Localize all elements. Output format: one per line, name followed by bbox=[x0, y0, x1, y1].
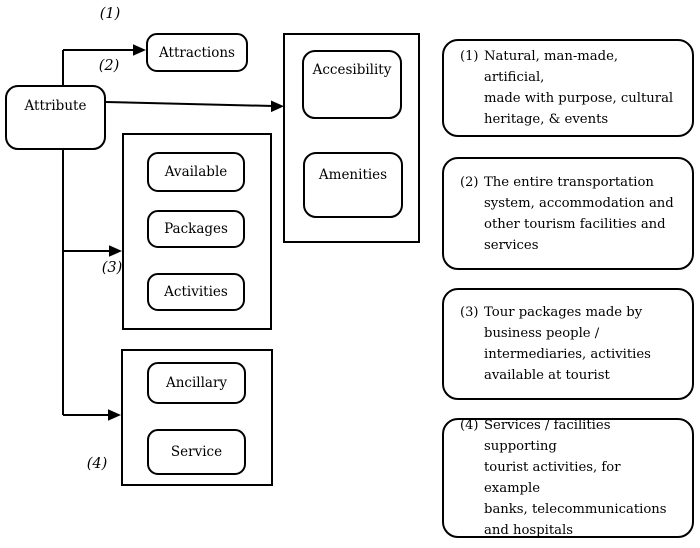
node-packages-label: Packages bbox=[164, 221, 228, 237]
node-ancillary-label: Ancillary bbox=[165, 375, 228, 391]
annotation-1-number: (1) bbox=[460, 49, 479, 64]
node-activities: Activities bbox=[147, 273, 245, 311]
annotation-4: (4) Services / facilities supporting tou… bbox=[442, 418, 694, 538]
node-attribute: Attribute bbox=[5, 85, 106, 150]
node-service: Service bbox=[147, 429, 246, 475]
annotation-3-row: (3) Tour packages made by business peopl… bbox=[444, 302, 692, 386]
node-packages: Packages bbox=[147, 210, 245, 248]
arrow-label-1: (1) bbox=[99, 6, 121, 22]
node-attribute-label: Attribute bbox=[24, 98, 87, 114]
arrow-label-2: (2) bbox=[98, 58, 120, 74]
annotation-2-text: The entire transportation system, accomm… bbox=[484, 174, 674, 253]
annotation-1-row: (1) Natural, man-made, artificial, made … bbox=[444, 46, 692, 130]
annotation-3: (3) Tour packages made by business peopl… bbox=[442, 288, 694, 400]
arrow-label-3: (3) bbox=[101, 260, 123, 276]
node-amenities: Amenities bbox=[303, 152, 403, 218]
node-attractions-label: Attractions bbox=[159, 44, 235, 61]
annotation-1-text: Natural, man-made, artificial, made with… bbox=[484, 49, 674, 127]
annotation-3-number: (3) bbox=[460, 305, 479, 320]
node-accessibility: Accesibility bbox=[302, 50, 402, 119]
node-ancillary: Ancillary bbox=[147, 362, 246, 404]
node-available: Available bbox=[147, 152, 245, 192]
node-service-label: Service bbox=[170, 444, 223, 460]
annotation-3-text: Tour packages made by business people / … bbox=[484, 305, 651, 383]
node-accessibility-label: Accesibility bbox=[312, 62, 392, 78]
annotation-1: (1) Natural, man-made, artificial, made … bbox=[442, 39, 694, 137]
node-attractions: Attractions bbox=[146, 33, 248, 72]
arrow-label-4: (4) bbox=[86, 456, 108, 472]
annotation-2-row: (2) The entire transportation system, ac… bbox=[444, 172, 692, 256]
annotation-4-number: (4) bbox=[460, 418, 479, 433]
node-available-label: Available bbox=[164, 164, 228, 180]
annotation-4-text: Services / facilities supporting tourist… bbox=[484, 418, 667, 538]
node-amenities-label: Amenities bbox=[318, 167, 388, 183]
annotation-2-number: (2) bbox=[460, 174, 479, 190]
node-activities-label: Activities bbox=[164, 284, 228, 300]
annotation-2: (2) The entire transportation system, ac… bbox=[442, 157, 694, 270]
annotation-4-row: (4) Services / facilities supporting tou… bbox=[444, 415, 692, 541]
